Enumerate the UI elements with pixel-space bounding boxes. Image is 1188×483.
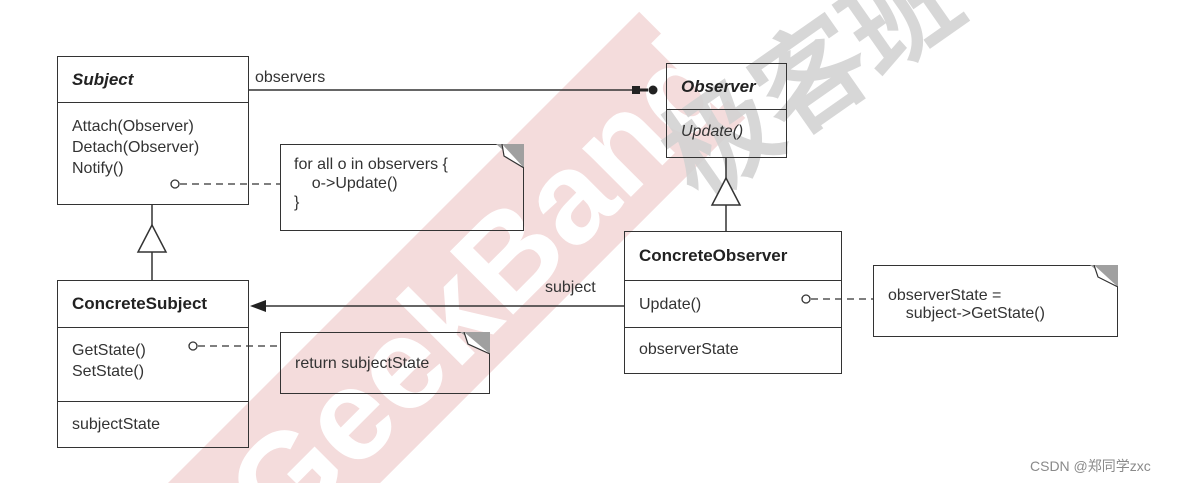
observers-role-label: observers [255, 69, 326, 86]
class-concrete-observer-attributes: observerState [625, 328, 841, 360]
operation: GetState() [72, 342, 146, 359]
csdn-watermark: CSDN @郑同学zxc [1030, 458, 1151, 474]
operation: Detach(Observer) [72, 139, 200, 156]
note-fold-icon [496, 144, 524, 168]
arrowhead-icon [250, 300, 266, 312]
note-line: observerState = [888, 287, 1002, 304]
inheritance-triangle-icon [710, 176, 742, 206]
class-concrete-observer-operations: Update() [625, 281, 841, 328]
getstate-note-link [188, 341, 280, 351]
note-update: observerState = subject->GetState() [873, 265, 1118, 337]
subject-role-label: subject [545, 279, 596, 296]
multiplicity-dot-icon [648, 85, 658, 95]
attribute: subjectState [72, 416, 161, 433]
note-line: return subjectState [295, 355, 430, 372]
association-end-square-icon [632, 86, 640, 94]
note-fold-icon [460, 332, 490, 354]
class-observer[interactable]: Observer Update() [666, 63, 787, 158]
subject-generalization [136, 204, 168, 280]
operation: Attach(Observer) [72, 118, 194, 135]
class-subject[interactable]: Subject Attach(Observer) Detach(Observer… [57, 56, 249, 205]
note-line: } [294, 194, 300, 211]
note-line: subject->GetState() [888, 305, 1045, 322]
observers-association [248, 85, 658, 95]
notify-note-link [170, 179, 280, 189]
class-observer-name: Observer [667, 64, 786, 110]
class-concrete-subject-attributes: subjectState [58, 402, 248, 435]
observer-generalization [710, 157, 742, 231]
attribute: observerState [639, 341, 739, 358]
note-line: for all o in observers { [294, 156, 448, 173]
operation: Notify() [72, 160, 124, 177]
note-notify: for all o in observers { o->Update() } [280, 144, 524, 231]
operation: Update() [639, 296, 702, 313]
class-concrete-observer[interactable]: ConcreteObserver Update() observerState [624, 231, 842, 374]
update-note-link [801, 294, 873, 304]
subject-association [250, 300, 624, 312]
class-concrete-subject-name: ConcreteSubject [58, 281, 248, 328]
operation: SetState() [72, 363, 145, 380]
note-fold-icon [1090, 265, 1118, 287]
class-subject-operations: Attach(Observer) Detach(Observer) Notify… [58, 103, 248, 204]
class-concrete-subject-operations: GetState() SetState() [58, 328, 248, 402]
class-observer-operations: Update() [667, 110, 786, 142]
class-concrete-observer-name: ConcreteObserver [625, 232, 841, 281]
note-getstate: return subjectState [280, 332, 490, 394]
note-line: o->Update() [294, 175, 398, 192]
class-concrete-subject[interactable]: ConcreteSubject GetState() SetState() su… [57, 280, 249, 448]
class-subject-name: Subject [58, 57, 248, 103]
inheritance-triangle-icon [136, 223, 168, 253]
operation: Update() [681, 123, 744, 140]
